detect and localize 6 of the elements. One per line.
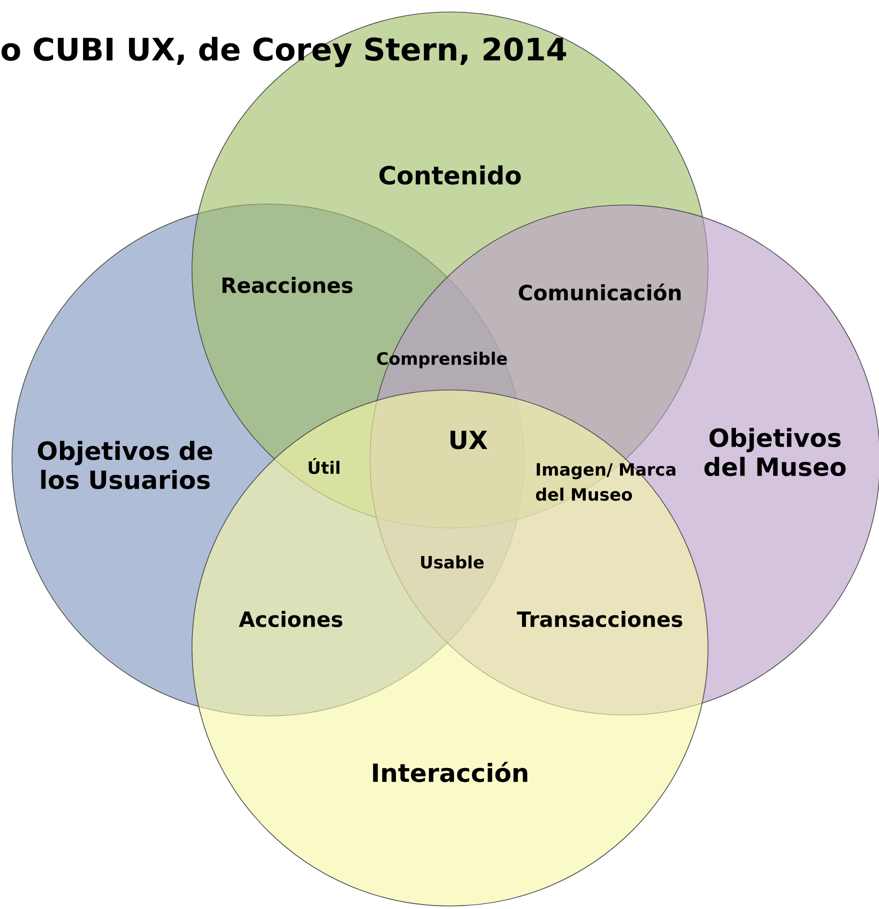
region-label: Útil bbox=[308, 458, 340, 474]
region-label: Acciones bbox=[238, 610, 342, 628]
region-label: Usable bbox=[421, 555, 484, 569]
region-label: Comprensible bbox=[377, 352, 507, 368]
region-label: UX bbox=[450, 430, 488, 450]
region-label: Reacciones bbox=[222, 276, 352, 294]
